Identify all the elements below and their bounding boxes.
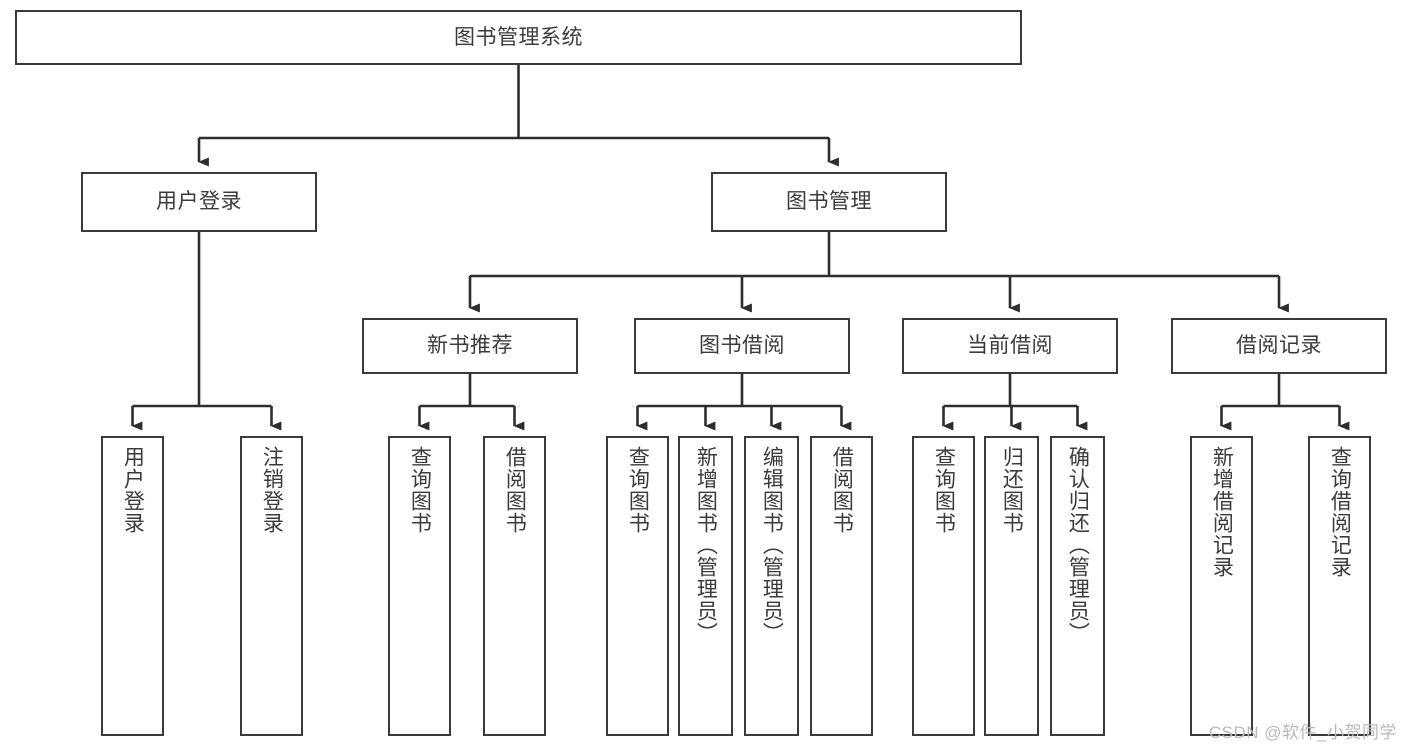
node-book-manage-label: 图书管理 xyxy=(786,190,872,214)
leaf-borrow-book-1[interactable]: 借阅图书 xyxy=(483,436,546,736)
leaf-query-record[interactable]: 查询借阅记录 xyxy=(1308,436,1371,736)
leaf-query-record-label: 查询借阅记录 xyxy=(1328,446,1352,578)
node-root[interactable]: 图书管理系统 xyxy=(15,10,1022,65)
leaf-query-book-1-label: 查询图书 xyxy=(408,446,432,534)
leaf-confirm-return[interactable]: 确认归还（管理员） xyxy=(1050,436,1105,736)
leaf-query-book-3-label: 查询图书 xyxy=(932,446,956,534)
leaf-user-login-label: 用户登录 xyxy=(121,446,145,534)
node-new-book-rec[interactable]: 新书推荐 xyxy=(362,318,578,374)
leaf-query-book-2[interactable]: 查询图书 xyxy=(606,436,669,736)
leaf-query-book-2-label: 查询图书 xyxy=(626,446,650,534)
node-root-label: 图书管理系统 xyxy=(454,25,583,49)
node-book-borrow[interactable]: 图书借阅 xyxy=(634,318,850,374)
node-borrow-record[interactable]: 借阅记录 xyxy=(1171,318,1387,374)
csdn-watermark: CSDN @软件_小贺同学 xyxy=(1208,723,1397,742)
leaf-borrow-book-1-label: 借阅图书 xyxy=(503,446,527,534)
node-user-login-label: 用户登录 xyxy=(156,190,242,214)
leaf-add-record[interactable]: 新增借阅记录 xyxy=(1190,436,1253,736)
node-book-borrow-label: 图书借阅 xyxy=(699,334,785,358)
leaf-user-logout[interactable]: 注销登录 xyxy=(240,436,303,736)
node-borrow-record-label: 借阅记录 xyxy=(1236,334,1322,358)
leaf-query-book-1[interactable]: 查询图书 xyxy=(388,436,451,736)
leaf-user-logout-label: 注销登录 xyxy=(260,446,284,534)
leaf-user-login[interactable]: 用户登录 xyxy=(101,436,164,736)
leaf-add-book-label: 新增图书（管理员） xyxy=(694,446,718,644)
leaf-confirm-return-label: 确认归还（管理员） xyxy=(1066,446,1090,644)
leaf-edit-book-label: 编辑图书（管理员） xyxy=(760,446,784,644)
leaf-return-book[interactable]: 归还图书 xyxy=(984,436,1039,736)
node-new-book-rec-label: 新书推荐 xyxy=(427,334,513,358)
node-current-borrow[interactable]: 当前借阅 xyxy=(902,318,1118,374)
leaf-add-book[interactable]: 新增图书（管理员） xyxy=(678,436,733,736)
leaf-add-record-label: 新增借阅记录 xyxy=(1210,446,1234,578)
leaf-borrow-book-2[interactable]: 借阅图书 xyxy=(810,436,873,736)
node-user-login[interactable]: 用户登录 xyxy=(81,172,317,232)
leaf-borrow-book-2-label: 借阅图书 xyxy=(830,446,854,534)
node-book-manage[interactable]: 图书管理 xyxy=(711,172,947,232)
node-current-borrow-label: 当前借阅 xyxy=(967,334,1053,358)
leaf-edit-book[interactable]: 编辑图书（管理员） xyxy=(744,436,799,736)
leaf-query-book-3[interactable]: 查询图书 xyxy=(912,436,975,736)
leaf-return-book-label: 归还图书 xyxy=(1000,446,1024,534)
